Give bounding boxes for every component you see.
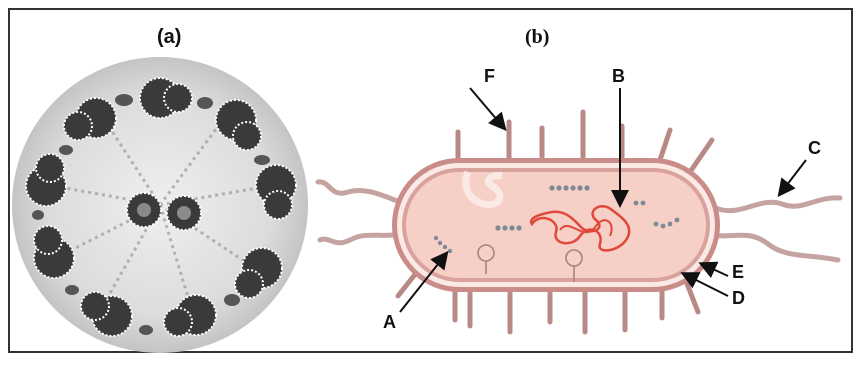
panel-b-title: (b): [525, 26, 549, 49]
callout-label-b: B: [612, 66, 625, 87]
callout-label-f: F: [484, 66, 495, 87]
callout-label-a: A: [383, 312, 396, 333]
callout-label-d: D: [732, 288, 745, 309]
panel-a-title: (a): [157, 26, 181, 49]
micrograph-panel-a: [12, 57, 308, 353]
callout-label-e: E: [732, 262, 744, 283]
callout-label-c: C: [808, 138, 821, 159]
